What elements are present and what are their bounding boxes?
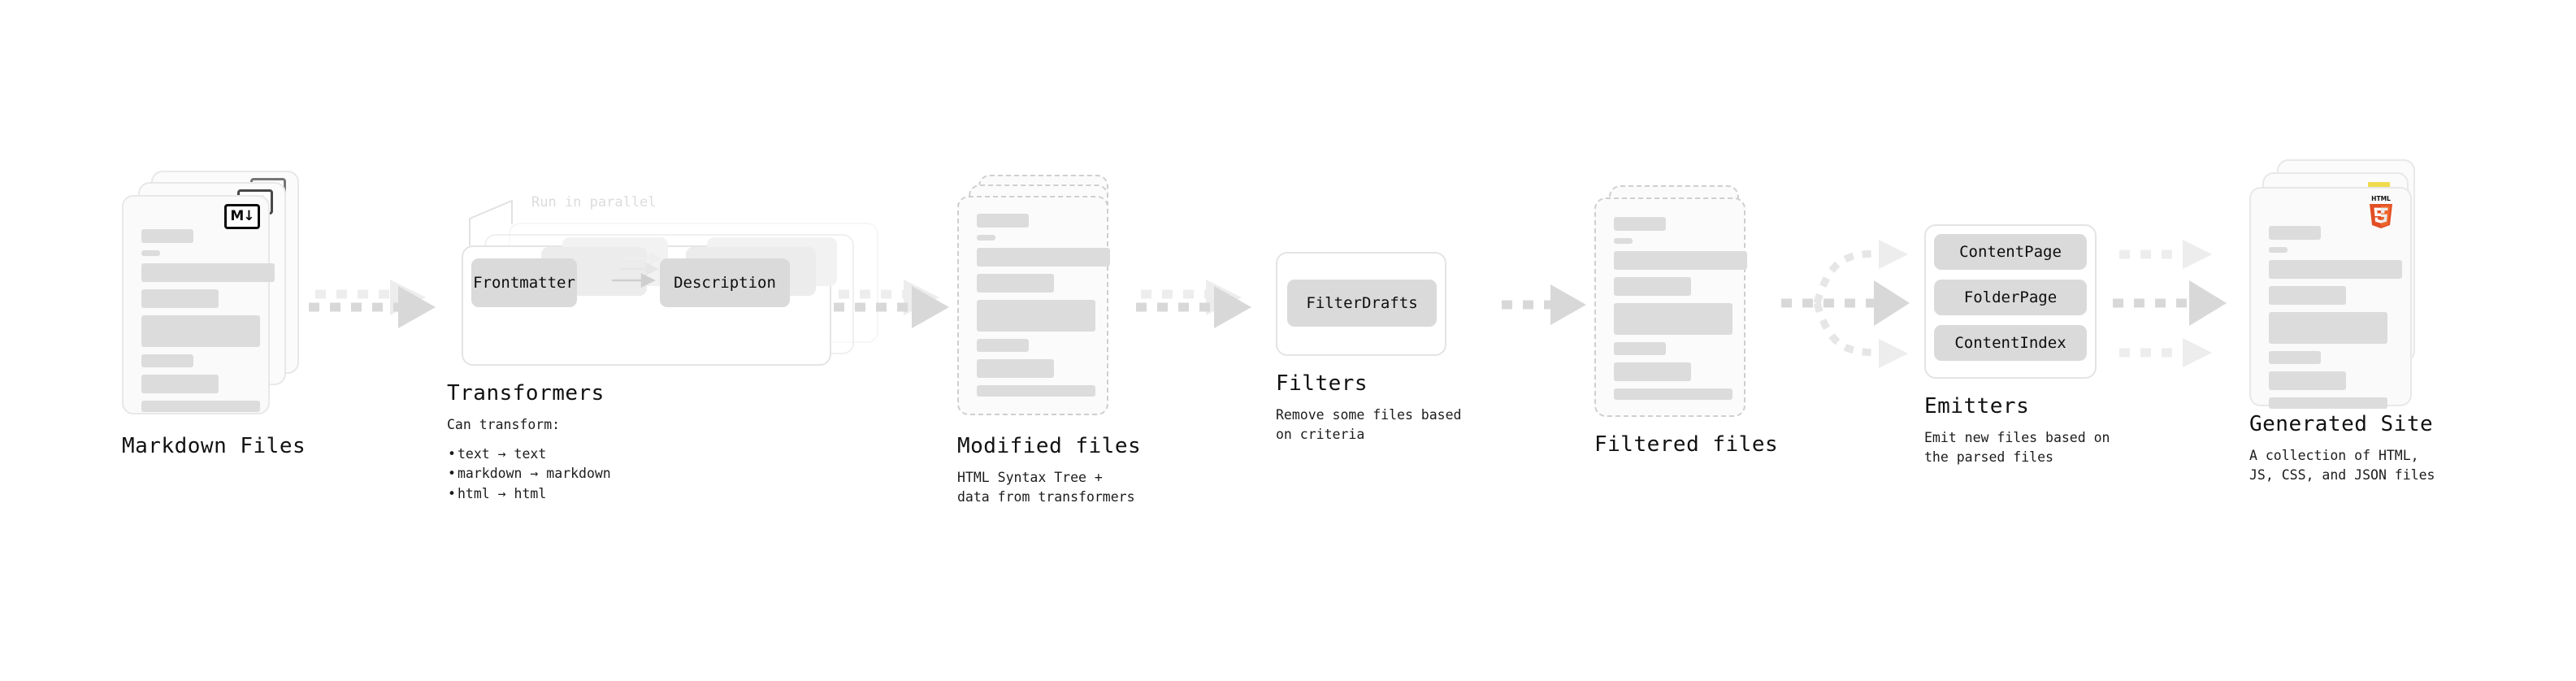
content-bar bbox=[1614, 238, 1633, 244]
emitter-chip-contentindex[interactable]: ContentIndex bbox=[1934, 325, 2087, 361]
caption-markdown-files: Markdown Files bbox=[122, 435, 398, 458]
content-bar bbox=[977, 339, 1029, 352]
content-bar bbox=[1614, 362, 1691, 381]
markdown-card-front bbox=[122, 195, 275, 414]
content-bar bbox=[141, 229, 193, 243]
content-bar bbox=[977, 235, 995, 241]
content-bar bbox=[1614, 342, 1666, 355]
content-bar bbox=[977, 300, 1095, 332]
content-bar bbox=[141, 263, 275, 282]
content-bar bbox=[2269, 260, 2402, 279]
stage-title: Modified files bbox=[957, 434, 1142, 458]
content-bar bbox=[2269, 312, 2387, 344]
connector-modified-to-filters bbox=[1136, 280, 1251, 328]
content-bar bbox=[2269, 371, 2346, 390]
stage-title: Generated Site bbox=[2249, 412, 2434, 436]
content-bar bbox=[1614, 277, 1691, 296]
list-item: text → text bbox=[447, 445, 772, 465]
stage-title: Emitters bbox=[1924, 394, 2030, 419]
markdown-icon: M↓ bbox=[224, 204, 260, 229]
stage-subtitle: HTML Syntax Tree + data from transformer… bbox=[957, 469, 1135, 505]
modified-card-content bbox=[977, 214, 1110, 404]
content-bar bbox=[977, 214, 1029, 228]
stage-subtitle: Remove some files based on criteria bbox=[1276, 406, 1462, 442]
generated-card-front bbox=[2249, 187, 2412, 409]
content-bar bbox=[977, 385, 1095, 397]
connector-filters-to-filtered bbox=[1502, 284, 1586, 325]
content-bar bbox=[141, 315, 260, 347]
caption-modified-files: Modified files HTML Syntax Tree + data f… bbox=[957, 435, 1234, 506]
caption-filters: Filters Remove some files based on crite… bbox=[1276, 372, 1552, 444]
stage-subtitle: A collection of HTML, JS, CSS, and JSON … bbox=[2249, 447, 2435, 483]
filtered-card-content bbox=[1614, 217, 1747, 407]
content-bar bbox=[1614, 217, 1666, 231]
content-bar bbox=[977, 248, 1110, 267]
content-bar bbox=[977, 274, 1054, 293]
content-bar bbox=[141, 375, 219, 393]
content-bar bbox=[2269, 397, 2387, 409]
html5-icon: HTML bbox=[2370, 195, 2392, 228]
stage-title: Transformers bbox=[447, 381, 605, 406]
stage-title: Filtered files bbox=[1594, 432, 1779, 457]
caption-transformers: Transformers Can transform: text → text … bbox=[447, 382, 772, 505]
content-bar bbox=[2269, 226, 2321, 240]
transformer-chip-frontmatter[interactable]: Frontmatter bbox=[471, 258, 577, 307]
transform-bullet-list: text → text markdown → markdown html → h… bbox=[447, 445, 772, 505]
modified-file-stack bbox=[957, 175, 1144, 419]
transformer-chip-description[interactable]: Description bbox=[660, 258, 790, 307]
content-bar bbox=[1614, 303, 1733, 335]
stage-subtitle: Can transform: bbox=[447, 416, 561, 432]
content-bar bbox=[141, 289, 219, 308]
caption-emitters: Emitters Emit new files based on the par… bbox=[1924, 395, 2201, 466]
connector-emitters-to-site bbox=[2113, 240, 2227, 367]
generated-card-content bbox=[2269, 226, 2402, 416]
markdown-card-content bbox=[141, 229, 275, 419]
run-in-parallel-label: Run in parallel bbox=[531, 194, 657, 210]
stage-markdown-files: M↓ M↓ M↓ Markdown Files bbox=[122, 171, 309, 458]
list-item: html → html bbox=[447, 484, 772, 505]
filtered-card-front bbox=[1594, 197, 1747, 417]
stage-generated-site: CSS HTML Generated Site bbox=[2249, 159, 2444, 483]
content-bar bbox=[1614, 388, 1733, 400]
filtered-file-stack bbox=[1594, 185, 1781, 421]
connector-filtered-to-emitters-fanout bbox=[1781, 240, 1910, 368]
stage-title: Markdown Files bbox=[122, 434, 306, 458]
generated-file-stack: CSS HTML bbox=[2249, 159, 2444, 411]
content-bar bbox=[2269, 286, 2346, 305]
caption-filtered-files: Filtered files bbox=[1594, 433, 1871, 457]
emitter-chip-folderpage[interactable]: FolderPage bbox=[1934, 280, 2087, 315]
modified-card-front bbox=[957, 196, 1110, 415]
content-bar bbox=[141, 354, 193, 367]
caption-generated-site: Generated Site A collection of HTML, JS,… bbox=[2249, 413, 2526, 484]
stage-modified-files: Modified files HTML Syntax Tree + data f… bbox=[957, 175, 1144, 505]
content-bar bbox=[2269, 351, 2321, 364]
emitter-chip-contentpage[interactable]: ContentPage bbox=[1934, 234, 2087, 270]
svg-text:HTML: HTML bbox=[2371, 195, 2391, 202]
content-bar bbox=[2269, 247, 2288, 253]
stage-title: Filters bbox=[1276, 371, 1368, 396]
stage-filtered-files: Filtered files bbox=[1594, 185, 1781, 456]
connector-markdown-to-transformers bbox=[309, 280, 436, 328]
content-bar bbox=[141, 401, 260, 412]
stage-subtitle: Emit new files based on the parsed files bbox=[1924, 429, 2110, 465]
content-bar bbox=[1614, 251, 1747, 270]
content-bar bbox=[141, 250, 160, 256]
markdown-file-stack: M↓ M↓ M↓ bbox=[122, 171, 309, 423]
filter-chip-filterdrafts[interactable]: FilterDrafts bbox=[1287, 280, 1437, 327]
content-bar bbox=[977, 359, 1054, 378]
list-item: markdown → markdown bbox=[447, 464, 772, 484]
